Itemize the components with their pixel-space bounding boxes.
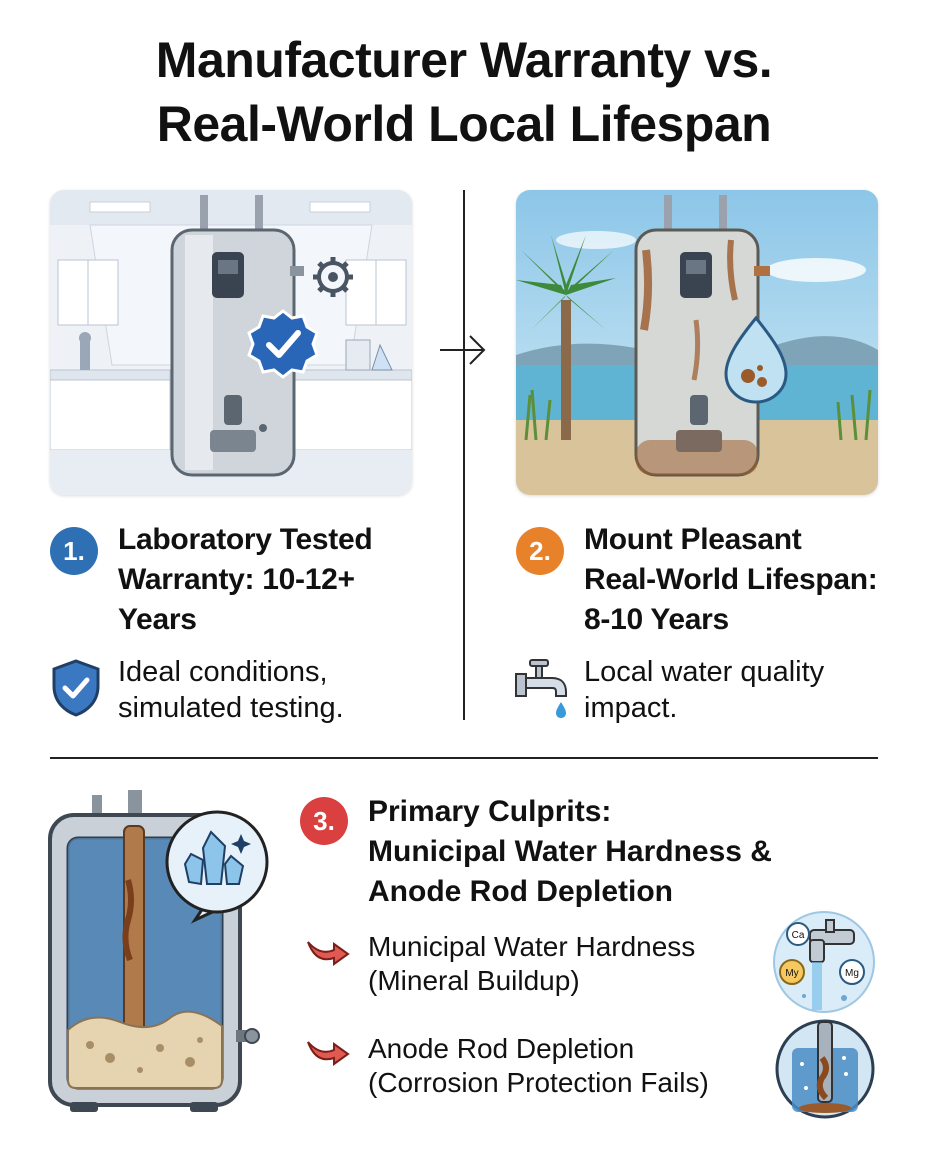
culprit-1-line-1: Municipal Water Hardness [368,931,696,962]
real-world-illustration [516,190,878,495]
section-1-detail: Ideal conditions, simulated testing. [118,654,344,726]
faucet-icon [515,659,567,718]
section-1-detail-line-2: simulated testing. [118,692,344,724]
page-title: Manufacturer Warranty vs. Real-World Loc… [0,28,928,156]
title-line-1: Manufacturer Warranty vs. [155,32,773,88]
section-1-heading-line-1: Laboratory Tested [118,523,373,556]
culprits-heading-line-3: Anode Rod Depletion [368,875,673,908]
section-2-heading-line-2: Real-World Lifespan: [584,563,878,596]
section-2-detail: Local water quality impact. [584,654,824,726]
section-1-heading-line-2: Warranty: 10-12+ [118,563,355,596]
section-2-heading-line-3: 8-10 Years [584,603,729,636]
section-1-number-badge: 1. [50,527,98,575]
corroded-anode-icon [775,1019,875,1119]
section-3-number-badge: 3. [300,797,348,845]
vertical-divider [463,190,465,720]
section-2-detail-line-1: Local water quality [584,656,825,688]
section-2-heading: Mount Pleasant Real-World Lifespan: 8-10… [584,520,878,640]
culprit-2-line-1: Anode Rod Depletion [368,1033,635,1064]
red-arrow-icon-2 [307,1041,350,1066]
mineral-faucet-icon: Ca My Mg [773,911,875,1013]
culprit-2-line-2: (Corrosion Protection Fails) [368,1067,709,1098]
section-1-detail-line-1: Ideal conditions, [118,656,328,688]
horizontal-divider [50,757,878,759]
culprits-heading-line-1: Primary Culprits: [368,795,612,828]
section-2-number-badge: 2. [516,527,564,575]
section-2-detail-line-2: impact. [584,692,678,724]
mineral-ca-label: Ca [792,930,805,941]
mineral-mg-label: Mg [845,968,859,979]
section-2-heading-line-1: Mount Pleasant [584,523,802,556]
right-arrow-icon [440,335,486,365]
culprits-heading-line-2: Municipal Water Hardness & [368,835,772,868]
culprit-item-1: Municipal Water Hardness (Mineral Buildu… [368,930,695,998]
culprit-1-line-2: (Mineral Buildup) [368,965,580,996]
shield-check-icon [52,659,100,717]
section-1-heading: Laboratory Tested Warranty: 10-12+ Years [118,520,373,640]
red-arrow-icon [307,941,350,966]
lab-illustration [50,190,412,495]
section-1-heading-line-3: Years [118,603,197,636]
cutaway-tank-illustration [48,790,269,1112]
culprits-heading: Primary Culprits: Municipal Water Hardne… [368,792,772,912]
title-line-2: Real-World Local Lifespan [156,96,772,152]
culprit-item-2: Anode Rod Depletion (Corrosion Protectio… [368,1032,709,1100]
mineral-my-label: My [785,968,798,979]
